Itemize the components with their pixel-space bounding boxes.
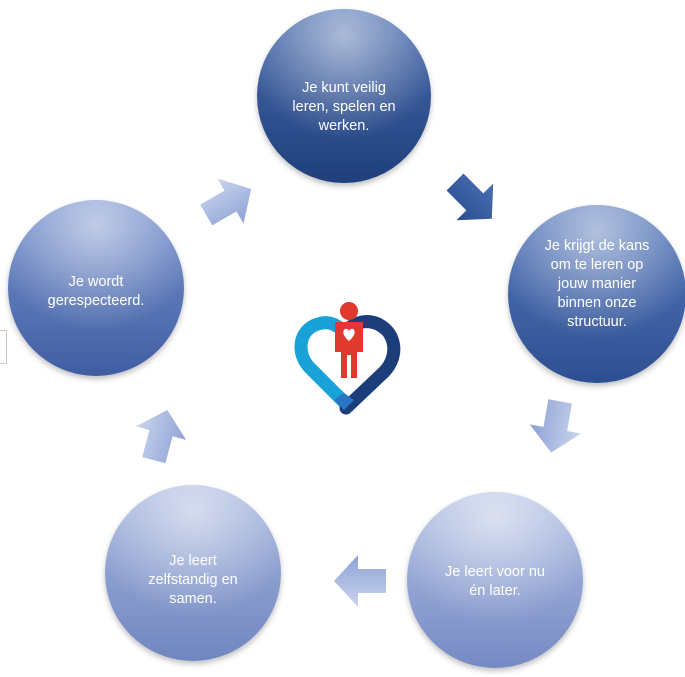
arrow-n5-n1 [200, 178, 252, 226]
arrow-n3-n4 [334, 555, 386, 607]
node-n1-circle [257, 9, 431, 183]
edge-tab [0, 330, 7, 364]
node-n1-label: Je kunt veilig leren, spelen en werken. [292, 80, 396, 134]
arrow-n4-n5 [135, 409, 187, 464]
node-n4-circle [105, 485, 281, 661]
node-n3-circle [407, 492, 583, 668]
node-n5-circle [8, 200, 184, 376]
heart-person-logo [278, 298, 426, 438]
node-n2-circle [508, 205, 685, 383]
node-n4-label: Je leert zelfstandig en samen. [148, 553, 238, 607]
arrow-n2-n3 [529, 399, 581, 453]
node-n2-label: Je krijgt de kans om te leren op jouw ma… [544, 238, 650, 330]
node-n3-label: Je leert voor nu én later. [445, 564, 545, 599]
node-n5-label: Je wordt gerespecteerd. [47, 274, 145, 309]
arrow-n1-n2 [446, 173, 494, 221]
